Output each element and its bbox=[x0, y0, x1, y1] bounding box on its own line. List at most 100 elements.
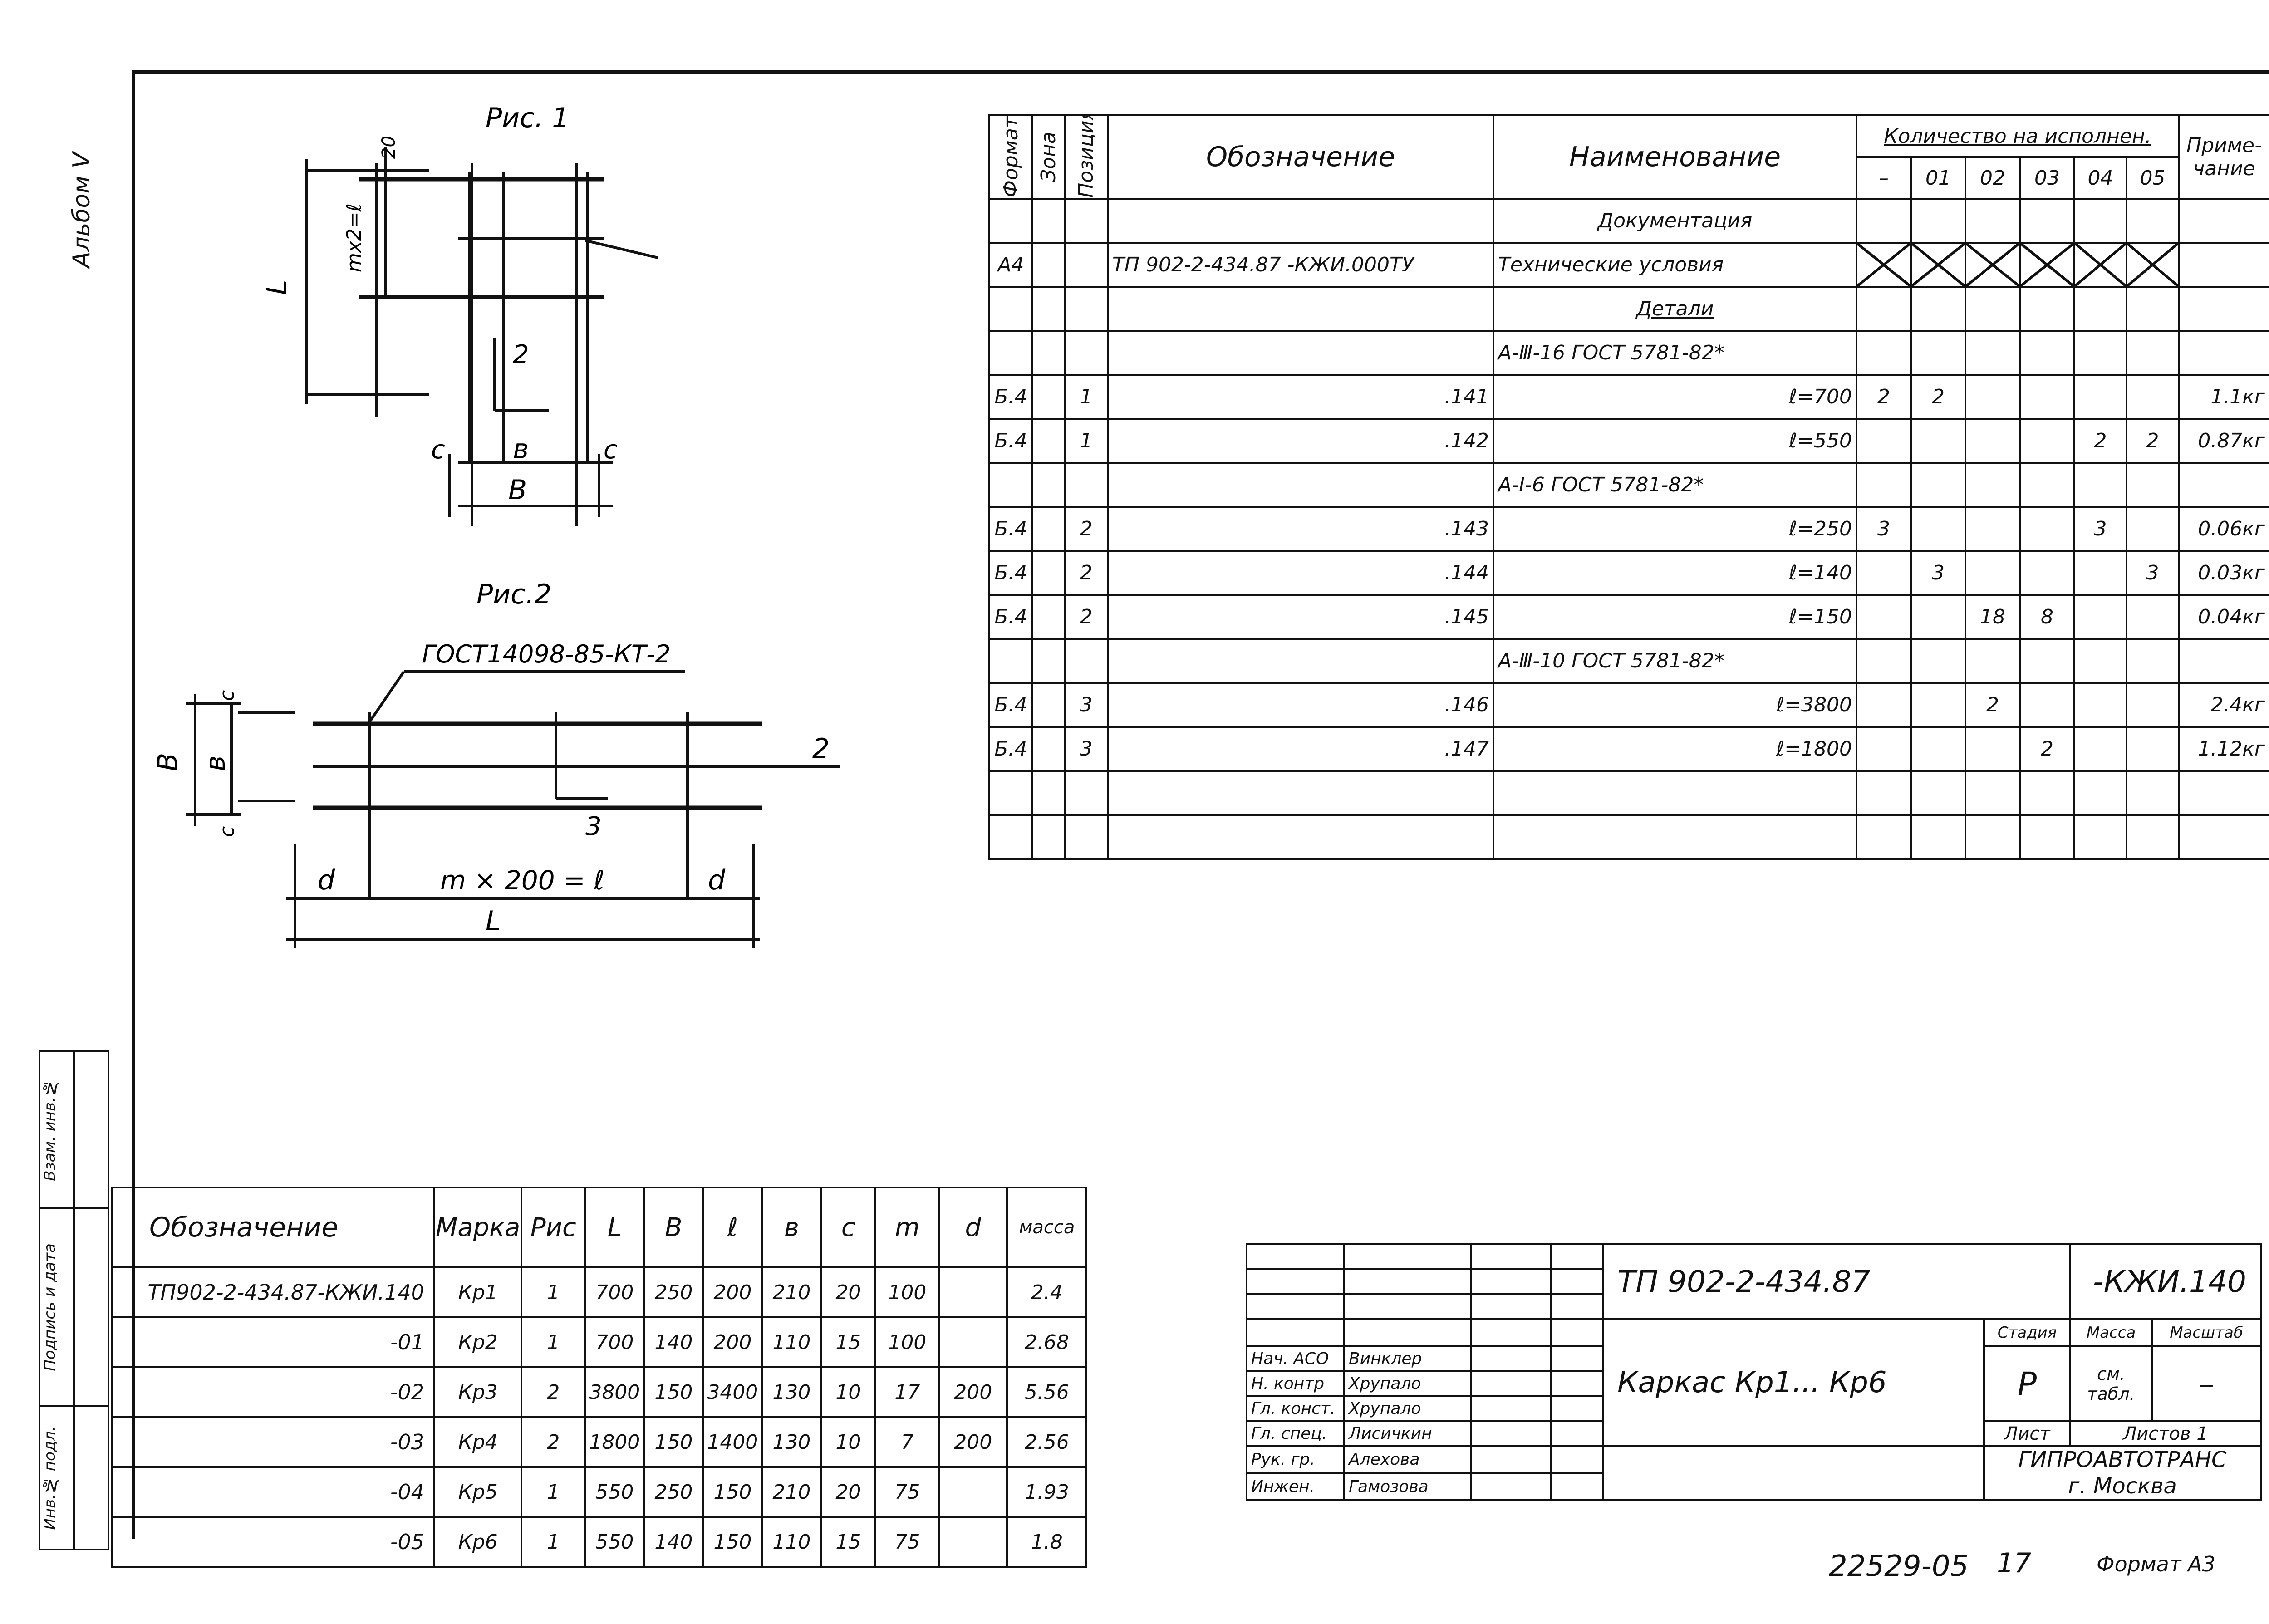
spec-qty-cell bbox=[1910, 638, 1966, 684]
param-cell: 3800 bbox=[584, 1366, 645, 1418]
spec-note-cell bbox=[2178, 330, 2269, 376]
spec-name-cell: ℓ=150 bbox=[1493, 594, 1857, 640]
spec-qty-cell bbox=[1910, 770, 1966, 816]
fig1-dim-20: 20 bbox=[378, 136, 399, 159]
fig2-gost: ГОСТ14098-85-КТ-2 bbox=[422, 640, 671, 668]
param-header-cell: d bbox=[938, 1187, 1008, 1268]
spec-format-cell bbox=[988, 198, 1033, 244]
tb-scale: – bbox=[2151, 1345, 2262, 1422]
spec-format-cell: Б.4 bbox=[988, 594, 1033, 640]
spec-qty-cell bbox=[1910, 286, 1966, 332]
spec-zone-cell bbox=[1031, 418, 1066, 464]
param-cell: 15 bbox=[820, 1516, 877, 1568]
spec-pos-cell: 3 bbox=[1064, 682, 1109, 728]
spec-qty-cell bbox=[1965, 814, 2021, 860]
param-cell: Кр4 bbox=[433, 1416, 523, 1468]
param-cell: Кр3 bbox=[433, 1366, 523, 1418]
spec-qty-cell bbox=[2126, 198, 2180, 244]
tb-title: Каркас Кр1... Кр6 bbox=[1602, 1318, 1985, 1447]
spec-note-cell bbox=[2178, 242, 2269, 288]
param-cell: 200 bbox=[702, 1266, 763, 1318]
spec-qty-cell bbox=[2019, 550, 2075, 596]
param-cell: 1 bbox=[521, 1516, 586, 1568]
spec-qty-cell bbox=[2019, 506, 2075, 552]
param-cell: 15 bbox=[820, 1316, 877, 1368]
spec-qty-cell: 3 bbox=[1910, 550, 1966, 596]
spec-qty-cell bbox=[1965, 770, 2021, 816]
param-cell: -02 bbox=[111, 1366, 435, 1418]
param-cell: 550 bbox=[584, 1466, 645, 1518]
header-qty-col: 04 bbox=[2073, 156, 2127, 200]
spec-qty-cell bbox=[2073, 682, 2127, 728]
spec-qty-cell bbox=[1965, 462, 2021, 508]
spec-format-cell: Б.4 bbox=[988, 374, 1033, 420]
footer-page: 17 bbox=[1997, 1547, 2032, 1579]
spec-qty-cell bbox=[2019, 462, 2075, 508]
tb-scale-label: Масштаб bbox=[2151, 1318, 2262, 1347]
spec-row: Документация bbox=[988, 198, 2269, 244]
spec-row: А-I-6 ГОСТ 5781-82* bbox=[988, 462, 2269, 508]
fig1-dim-L: L bbox=[261, 280, 293, 295]
spec-qty-cell bbox=[2073, 594, 2127, 640]
spec-qty-cell bbox=[1965, 198, 2021, 244]
fig2-B: B bbox=[152, 753, 184, 771]
spec-qty-cell bbox=[2073, 330, 2127, 376]
side-stamp: Взам. инв.№ Подпись и дата Инв.№ подл. bbox=[39, 1050, 109, 1550]
spec-qty-cell bbox=[1910, 506, 1966, 552]
header-qty-col: 01 bbox=[1910, 156, 1966, 200]
spec-qty-cell bbox=[2019, 374, 2075, 420]
header-qty-col: 02 bbox=[1965, 156, 2021, 200]
param-header-cell: Рис bbox=[521, 1187, 586, 1268]
spec-name-cell: ℓ=3800 bbox=[1493, 682, 1857, 728]
spec-note-cell: 1.12кг bbox=[2178, 726, 2269, 772]
signer-role: Н. контр bbox=[1246, 1370, 1345, 1397]
fig2-pos3: 3 bbox=[585, 812, 602, 841]
param-header-cell: Марка bbox=[433, 1187, 523, 1268]
spec-designation-cell: .147 bbox=[1107, 726, 1494, 772]
spec-row: А-Ⅲ-16 ГОСТ 5781-82* bbox=[988, 330, 2269, 376]
param-cell: 550 bbox=[584, 1516, 645, 1568]
spec-format-cell: Б.4 bbox=[988, 506, 1033, 552]
spec-qty-cell bbox=[2126, 682, 2180, 728]
spec-row bbox=[988, 814, 2269, 860]
param-cell: 110 bbox=[761, 1516, 822, 1568]
spec-name-cell: Детали bbox=[1493, 286, 1857, 332]
fig2-c-bottom: c bbox=[216, 826, 239, 837]
spec-name-cell: Технические условия bbox=[1493, 242, 1857, 288]
spec-designation-cell: .144 bbox=[1107, 550, 1494, 596]
spec-qty-cell bbox=[2019, 770, 2075, 816]
spec-zone-cell bbox=[1031, 286, 1066, 332]
spec-qty-cell bbox=[1856, 726, 1912, 772]
spec-qty-cell bbox=[2073, 462, 2127, 508]
header-name: Наименование bbox=[1493, 114, 1857, 200]
spec-designation-cell: .146 bbox=[1107, 682, 1494, 728]
spec-format-cell: А4 bbox=[988, 242, 1033, 288]
spec-note-cell bbox=[2178, 462, 2269, 508]
param-cell: 1.8 bbox=[1006, 1516, 1088, 1568]
spec-zone-cell bbox=[1031, 242, 1066, 288]
tb-stage-label: Стадия bbox=[1983, 1318, 2071, 1347]
spec-designation-cell bbox=[1107, 770, 1494, 816]
spec-qty-cell: 2 bbox=[1856, 374, 1912, 420]
param-cell: 110 bbox=[761, 1316, 822, 1368]
spec-zone-cell bbox=[1031, 462, 1066, 508]
spec-row bbox=[988, 770, 2269, 816]
spec-qty-cell bbox=[2126, 726, 2180, 772]
drawing-frame bbox=[132, 70, 2269, 1539]
stamp-signature-date: Подпись и дата bbox=[41, 1243, 59, 1371]
spec-qty-cell bbox=[1856, 814, 1912, 860]
spec-zone-cell bbox=[1031, 506, 1066, 552]
fig2-title: Рис.2 bbox=[476, 579, 551, 610]
spec-note-cell bbox=[2178, 638, 2269, 684]
spec-qty-cell bbox=[1910, 814, 1966, 860]
header-zone: Зона bbox=[1032, 115, 1065, 199]
header-format: Формат bbox=[989, 115, 1032, 199]
spec-zone-cell bbox=[1031, 814, 1066, 860]
fig1-c-right: c bbox=[604, 435, 618, 465]
param-cell bbox=[938, 1516, 1008, 1568]
spec-qty-cell bbox=[1910, 726, 1966, 772]
